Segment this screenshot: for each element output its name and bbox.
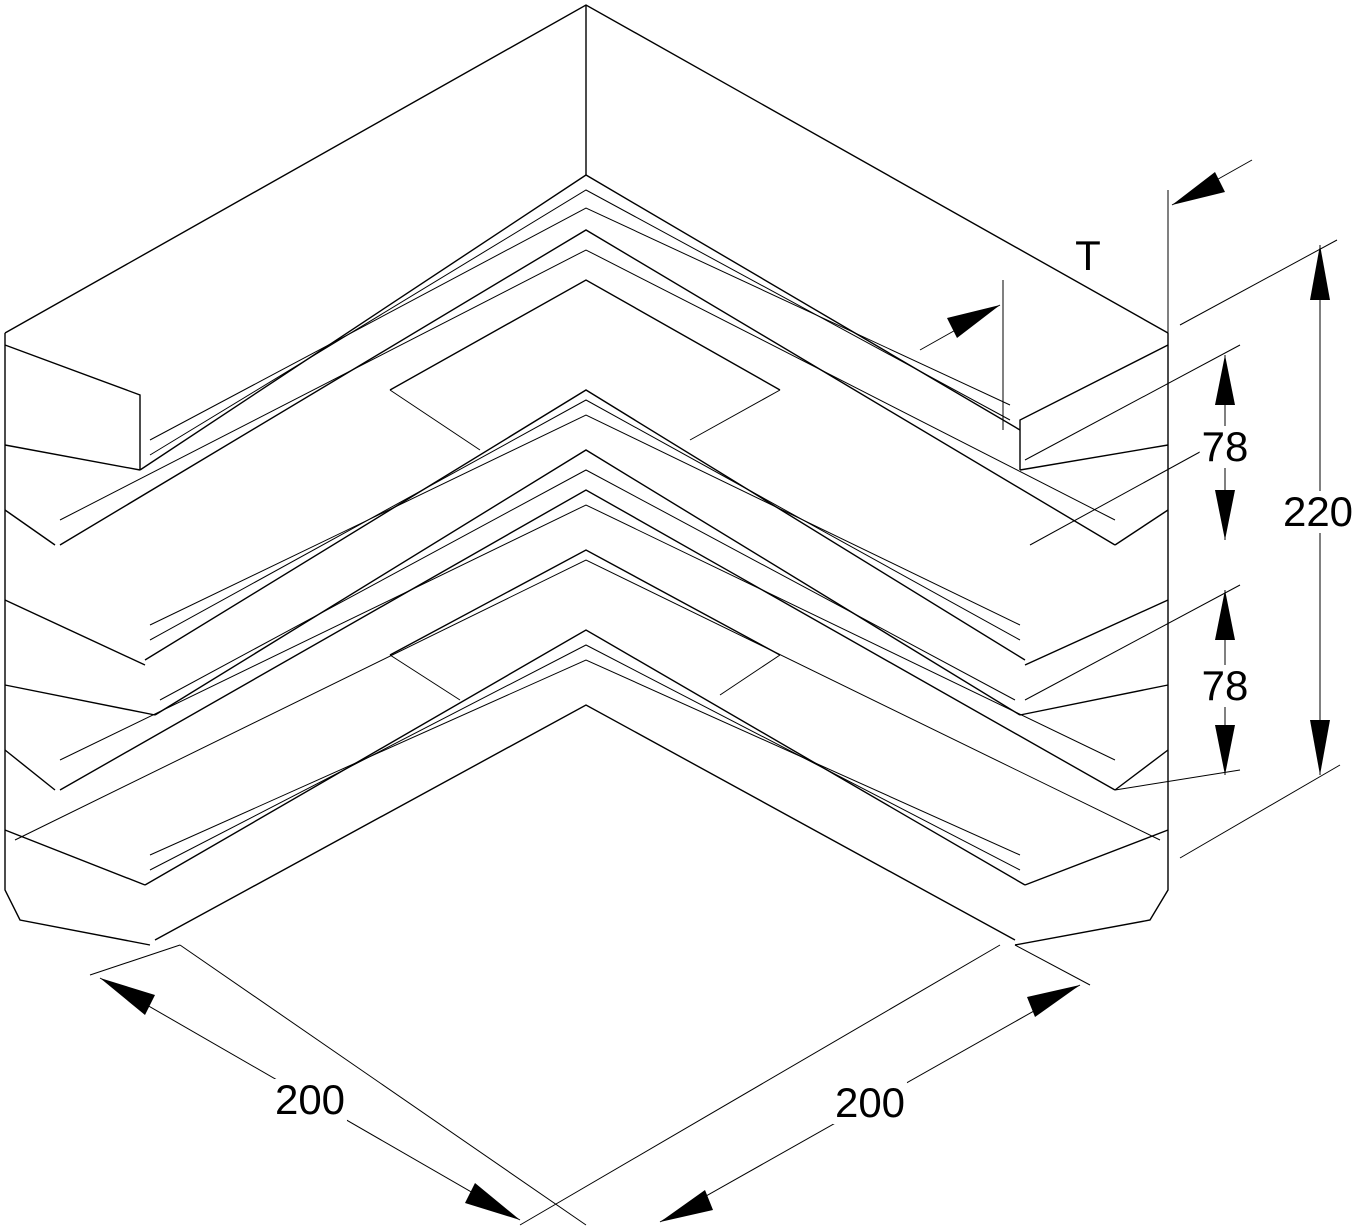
dimension-label-width-left: 200 <box>272 1076 348 1123</box>
channel-profiles <box>14 174 1161 941</box>
dimension-label-compartment-upper: 78 <box>1199 423 1251 470</box>
dimension-lines <box>89 159 1341 1226</box>
arrowheads <box>100 172 1330 1222</box>
dimension-label-height: 220 <box>1280 488 1356 535</box>
duct-outline <box>4 4 1169 946</box>
dimension-label-thickness: T <box>1073 232 1103 279</box>
dimension-label-compartment-lower: 78 <box>1199 662 1251 709</box>
dimension-label-width-right: 200 <box>832 1079 908 1126</box>
